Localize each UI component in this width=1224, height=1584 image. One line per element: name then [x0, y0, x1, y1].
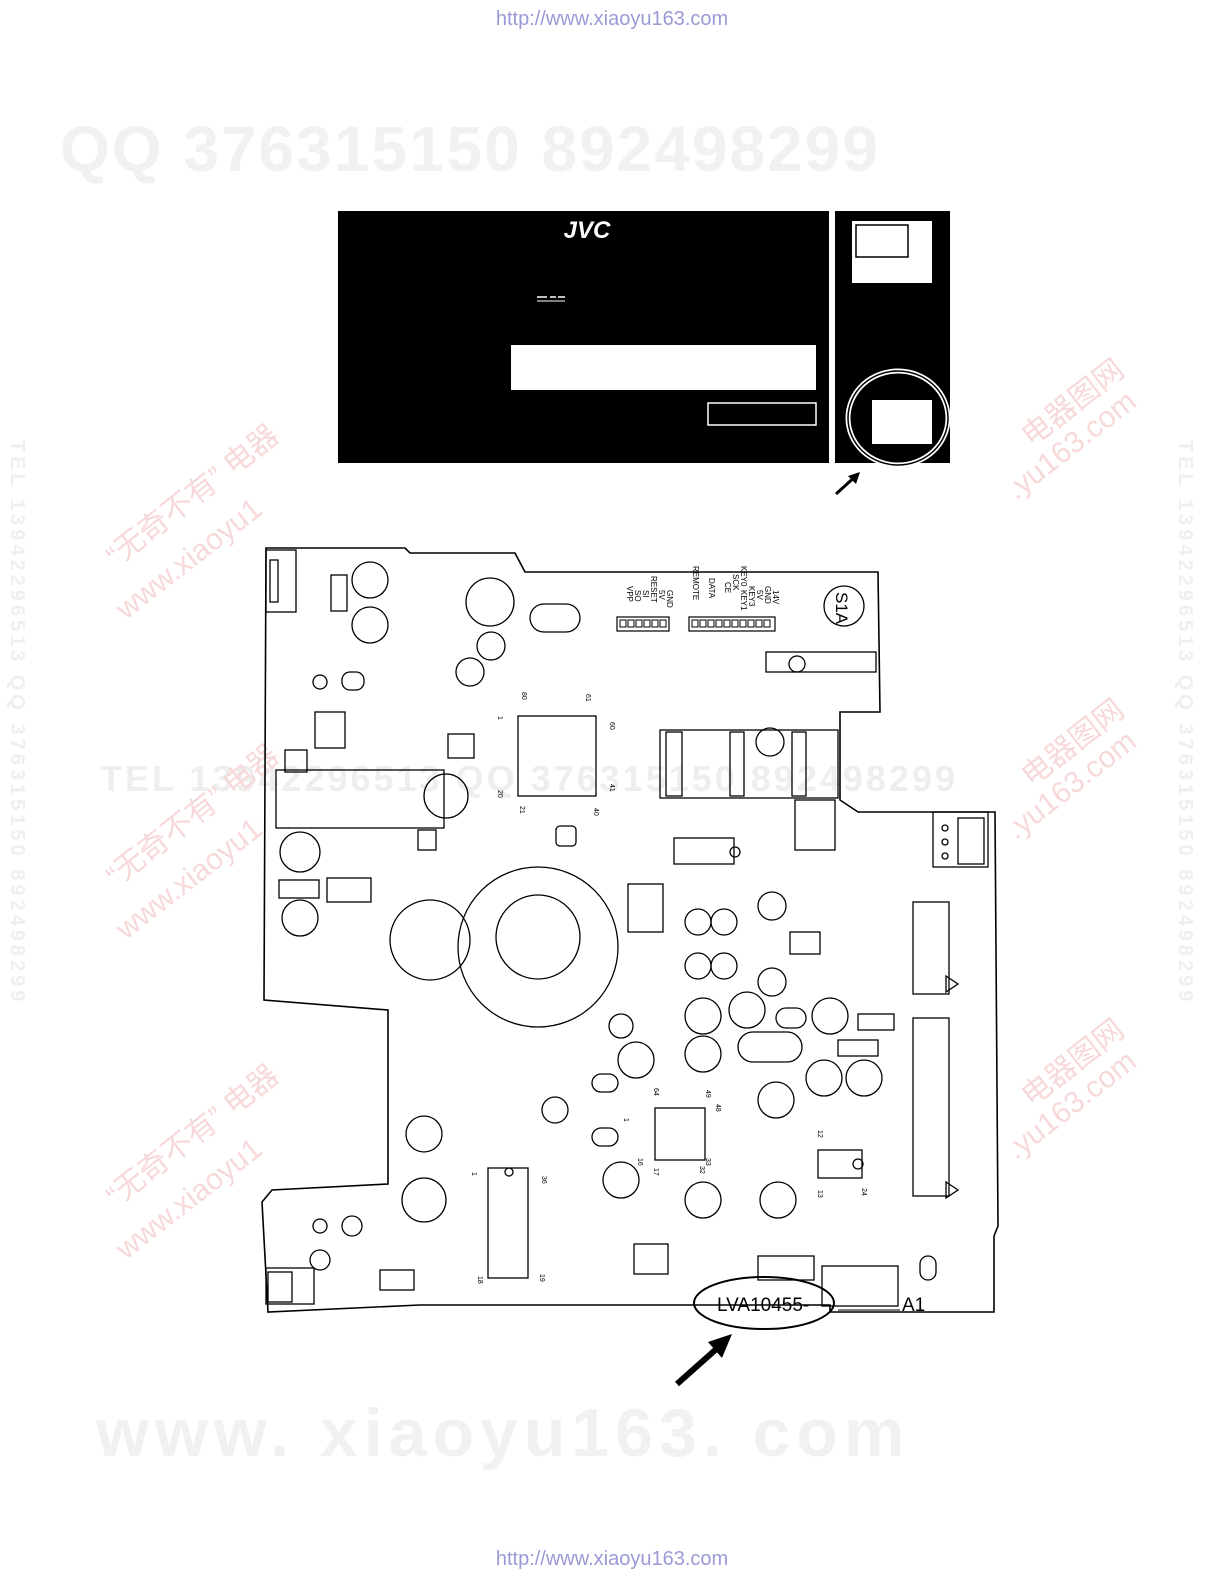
- pin-19: 19: [538, 1274, 545, 1282]
- watermark-qq: QQ 376315150 892498299: [60, 113, 880, 185]
- capacitor: [455, 657, 485, 687]
- pin-21: 21: [518, 806, 525, 814]
- pin-33: 33: [704, 1158, 711, 1166]
- pin-61: 61: [584, 694, 591, 702]
- connector-right-bottom: [912, 1017, 950, 1197]
- capacitor: [476, 631, 506, 661]
- label-key1: KEY1: [739, 590, 748, 611]
- highlight-circle-bottom: [693, 1276, 835, 1330]
- watermark-www: www. xiaoyu163. com: [96, 1395, 911, 1471]
- display-window: [511, 345, 816, 390]
- pin-64: 64: [652, 1088, 659, 1096]
- front-panel: JVC: [338, 211, 951, 496]
- heatsink: [659, 729, 839, 799]
- pin-36: 36: [540, 1176, 547, 1184]
- pin-48: 48: [714, 1104, 721, 1112]
- connector-right-mid: [912, 901, 950, 995]
- pin-16: 16: [636, 1158, 643, 1166]
- crystal: [529, 603, 581, 633]
- components: [265, 549, 989, 1307]
- pin-41: 41: [608, 784, 615, 792]
- large-capacitor: [389, 899, 471, 981]
- capacitor: [351, 561, 389, 599]
- source-url-top[interactable]: http://www.xiaoyu163.com: [495, 8, 729, 30]
- pointer-arrow-bottom: [675, 1341, 724, 1387]
- connector-labels: GND 5V RESET SI SO VPP 14V GND 5V KEY3 K…: [625, 566, 780, 611]
- pin-80: 80: [520, 692, 527, 700]
- pin-1-qfp: 1: [622, 1118, 629, 1122]
- pin-markings: 80 61 60 41 40 21 20 1 64 49 48 33 32 17…: [470, 692, 867, 1284]
- main-ic-qfp: [517, 715, 597, 797]
- side-window-bottom: [872, 400, 932, 444]
- label-key3: KEY3: [747, 586, 756, 607]
- pin-1: 1: [496, 716, 503, 720]
- label-data: DATA: [707, 578, 716, 599]
- pcb-board: [261, 547, 999, 1313]
- label-sck: SCK: [731, 574, 740, 591]
- source-url-bottom[interactable]: http://www.xiaoyu163.com: [495, 1548, 729, 1570]
- pin-24: 24: [860, 1188, 867, 1196]
- label-5v-right: 5V: [755, 590, 764, 600]
- transistor: [330, 574, 348, 612]
- label-gnd-right: GND: [763, 586, 772, 604]
- rev-label: A1: [902, 1295, 925, 1316]
- label-gnd-left: GND: [665, 590, 674, 608]
- pin-40: 40: [592, 808, 599, 816]
- label-5v-left: 5V: [657, 590, 666, 600]
- pin-13: 13: [816, 1190, 823, 1198]
- label-ce: CE: [723, 582, 732, 593]
- watermark-tel: TEL 13942296513 QQ 376315150 892498299: [100, 758, 958, 799]
- toroid-coil: [457, 866, 619, 1028]
- label-si: SI: [641, 590, 650, 598]
- capacitor: [465, 577, 515, 627]
- pcb-outline: [261, 547, 999, 1313]
- pin-17: 17: [652, 1168, 659, 1176]
- pin-32: 32: [698, 1166, 705, 1174]
- board-ref: S1A: [823, 585, 865, 627]
- brand-logo: JVC: [564, 217, 611, 244]
- label-remote: REMOTE: [691, 566, 700, 600]
- connector-right: [688, 616, 776, 632]
- connector-tl: [265, 549, 297, 613]
- front-slot: [707, 402, 817, 426]
- pin-20: 20: [496, 790, 503, 798]
- label-key0: KEY0: [739, 566, 748, 587]
- pin-18: 18: [476, 1276, 483, 1284]
- label-vpp: VPP: [625, 586, 634, 602]
- board-ref-text: S1A: [832, 592, 851, 625]
- pin-12: 12: [816, 1130, 823, 1138]
- label-14v: 14V: [771, 590, 780, 605]
- part-number: LVA10455-: [717, 1295, 809, 1316]
- pin-1-dip: 1: [470, 1172, 477, 1176]
- label-so: SO: [633, 590, 642, 602]
- pin-49: 49: [704, 1090, 711, 1098]
- connector-left: [616, 616, 670, 632]
- pin-60: 60: [608, 722, 615, 730]
- connector-right-top: [932, 811, 989, 868]
- ic-small-qfp: [654, 1107, 706, 1161]
- label-reset: RESET: [649, 576, 658, 603]
- transformer: [275, 769, 445, 829]
- capacitor: [351, 606, 389, 644]
- part-number-callout: LVA10455- A1: [675, 1276, 925, 1387]
- ic-dip: [487, 1167, 529, 1279]
